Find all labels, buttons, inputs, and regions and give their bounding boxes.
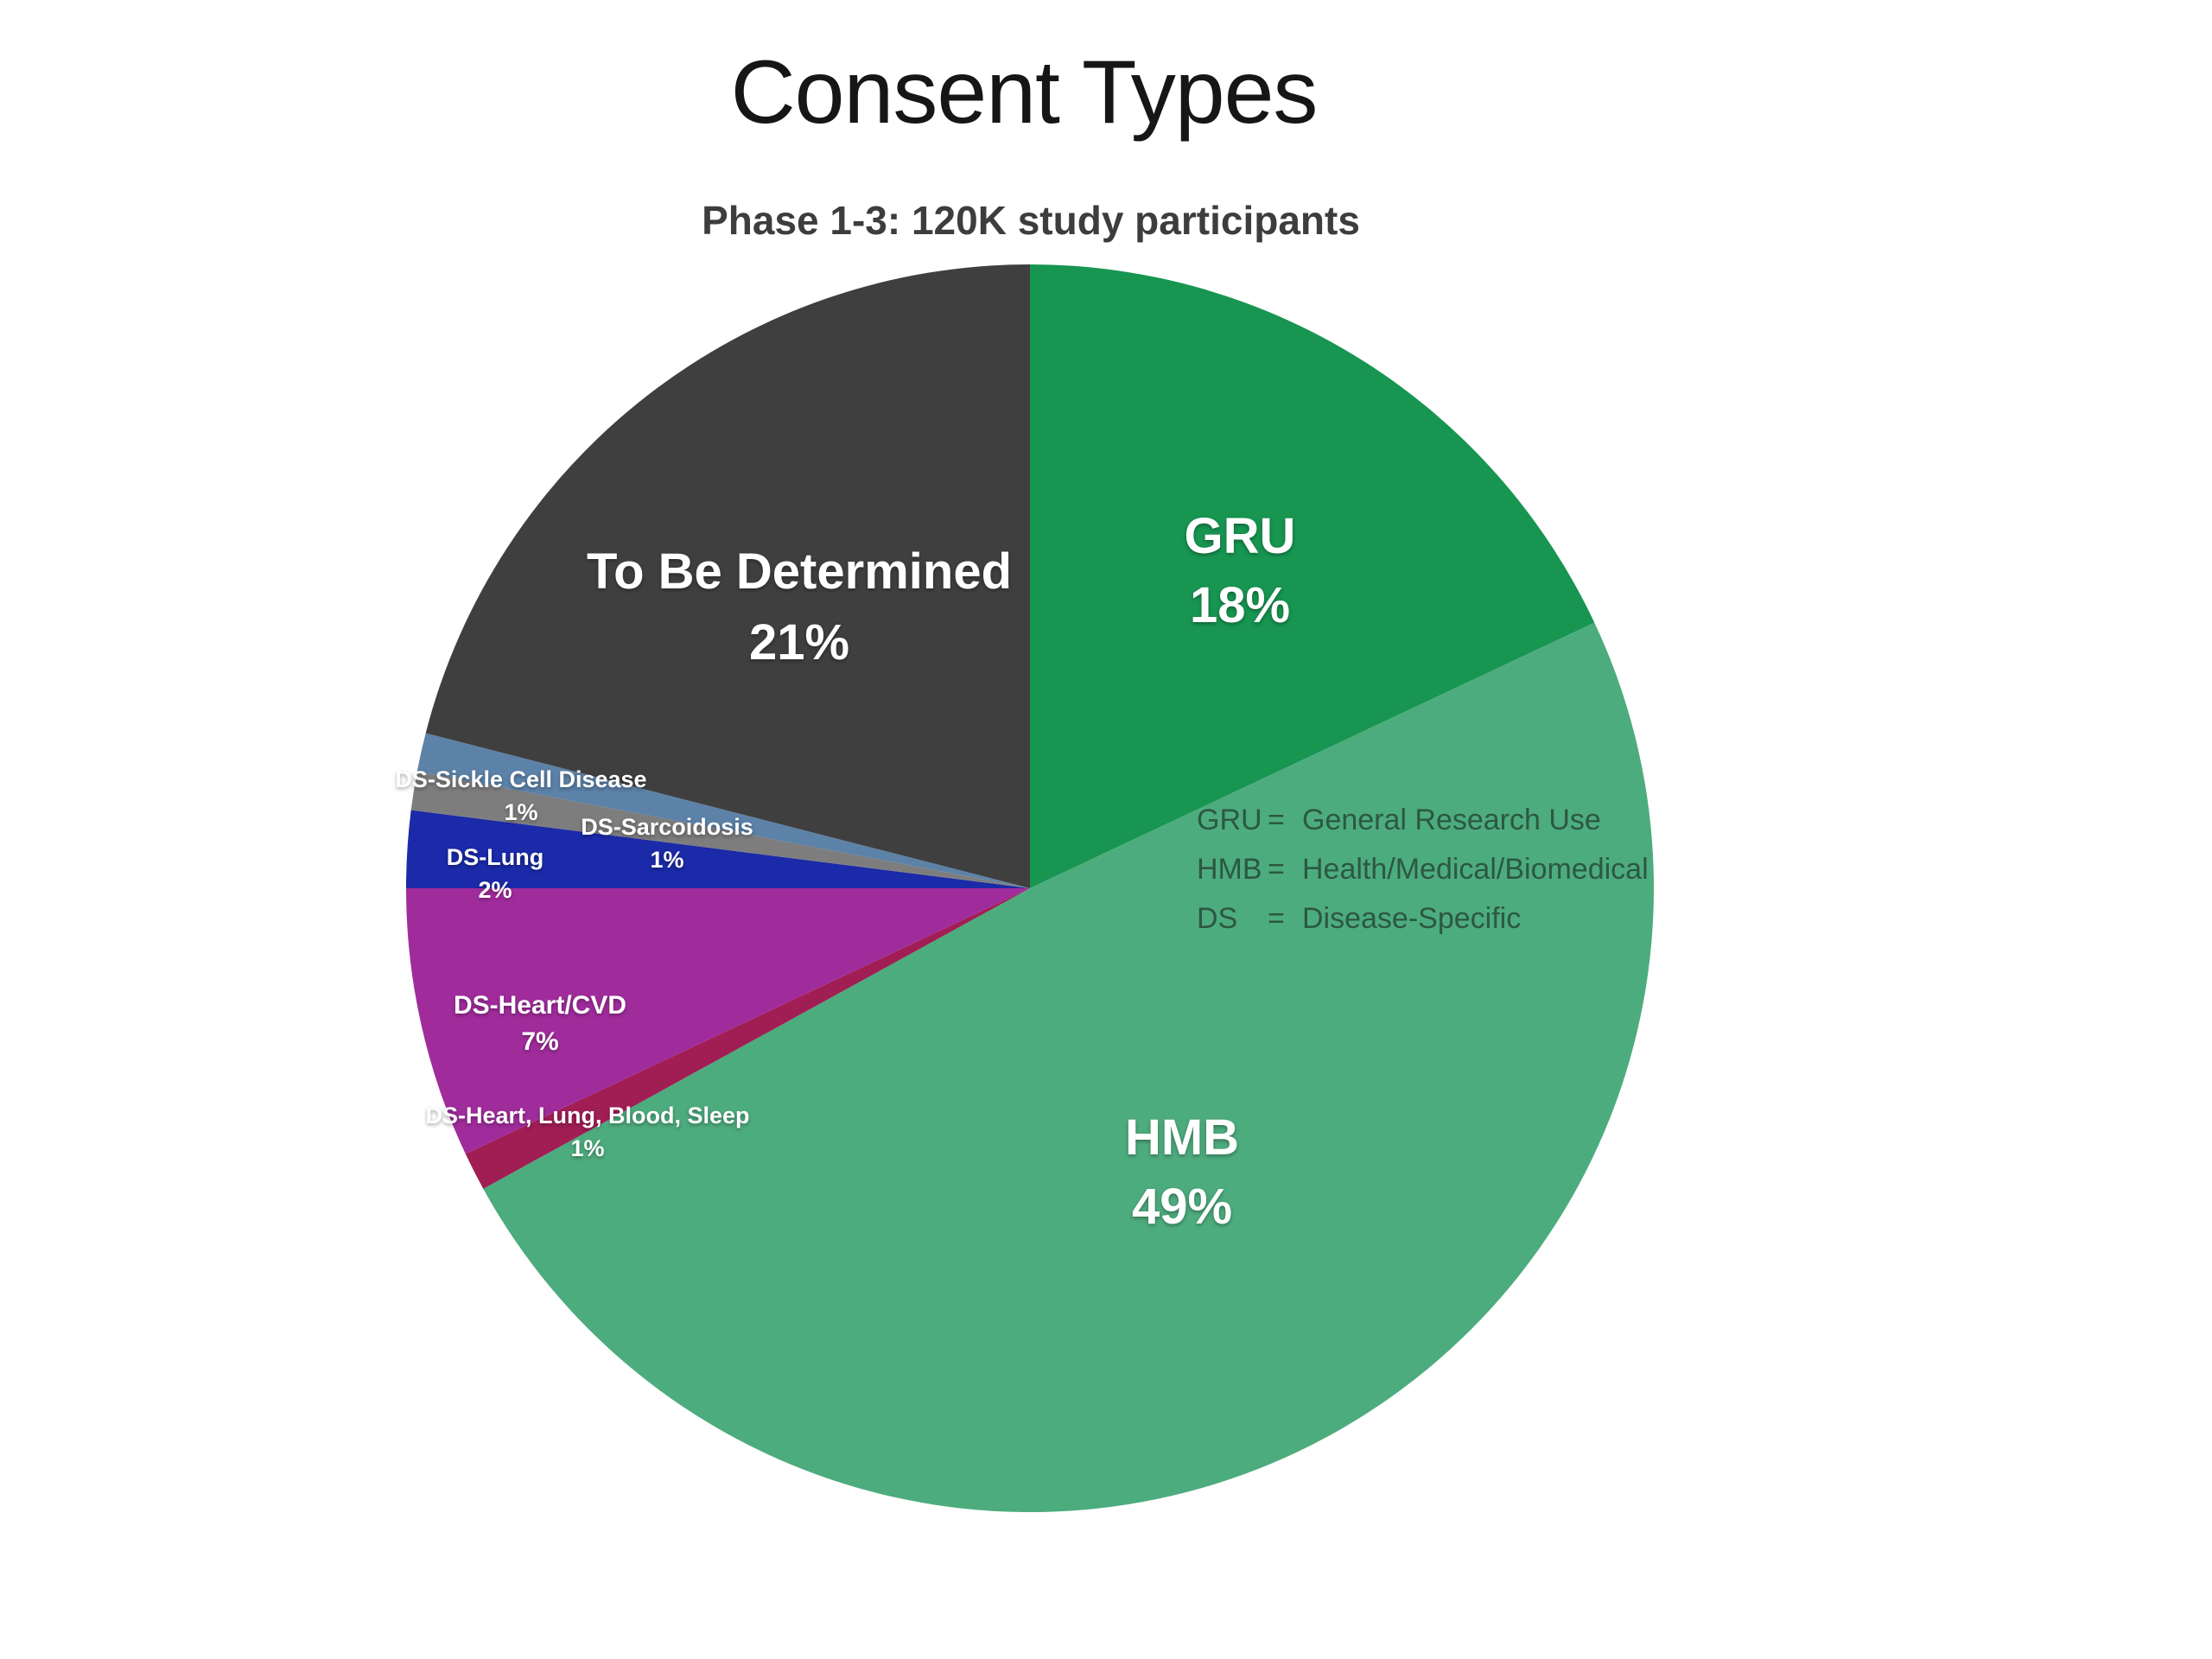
slice-label: DS-Sickle Cell Disease 1%: [395, 763, 646, 829]
pie-slice: [416, 733, 1030, 888]
legend-definition: Health/Medical/Biomedical: [1302, 853, 1649, 886]
legend-row: HMB= Health/Medical/Biomedical: [1197, 845, 1649, 894]
legend-abbr: HMB: [1197, 853, 1262, 886]
legend-row: DS = Disease-Specific: [1197, 894, 1649, 944]
slice-label: HMB 49%: [1125, 1103, 1239, 1242]
slice-label: DS-Heart, Lung, Blood, Sleep 1%: [425, 1099, 749, 1165]
slice-label-line: 1%: [504, 799, 538, 825]
slice-label-line: DS-Heart, Lung, Blood, Sleep: [425, 1103, 750, 1128]
slice-label-line: DS-Sarcoidosis: [581, 814, 753, 840]
slice-label-line: 21%: [748, 614, 850, 671]
pie-slice: [406, 888, 1030, 1154]
slice-label-line: 2%: [478, 877, 512, 903]
legend-row: GRU= General Research Use: [1197, 796, 1649, 845]
slice-label: DS-Heart/CVD 7%: [454, 988, 626, 1060]
legend-equals: =: [1268, 902, 1285, 935]
slice-label-line: 7%: [521, 1027, 559, 1056]
pie-chart: [406, 264, 1654, 1512]
legend-abbr: DS: [1197, 902, 1238, 935]
slice-label-line: HMB: [1124, 1109, 1240, 1166]
pie-slice: [1030, 264, 1595, 888]
slice-label-line: DS-Heart/CVD: [453, 991, 627, 1020]
pie-slice: [406, 810, 1030, 888]
pie-slice: [483, 622, 1654, 1512]
legend-equals: =: [1268, 853, 1285, 886]
slice-label-line: GRU: [1184, 508, 1296, 564]
pie-slice: [425, 264, 1030, 888]
legend-equals: =: [1268, 804, 1285, 836]
slice-label-line: 1%: [650, 847, 684, 873]
slice-label-line: DS-Sickle Cell Disease: [395, 766, 647, 792]
slice-label-line: To Be Determined: [586, 543, 1013, 600]
slice-label-line: DS-Lung: [446, 844, 544, 870]
slice-label: DS-Sarcoidosis 1%: [581, 810, 753, 876]
pie-slice: [410, 771, 1030, 888]
slice-label: To Be Determined 21%: [587, 537, 1012, 678]
slice-label-line: 18%: [1189, 577, 1291, 633]
slice-label: GRU 18%: [1185, 502, 1296, 640]
legend-definition: General Research Use: [1302, 804, 1601, 836]
chart-subtitle: Phase 1-3: 120K study participants: [702, 198, 1360, 243]
pie-slice: [465, 888, 1030, 1189]
legend-definition: Disease-Specific: [1302, 902, 1522, 935]
slice-label-line: 49%: [1131, 1179, 1233, 1235]
slice-label: DS-Lung 2%: [447, 841, 543, 906]
legend-abbr: GRU: [1197, 804, 1262, 836]
chart-title: Consent Types: [730, 42, 1319, 143]
slice-label-line: 1%: [570, 1135, 605, 1161]
